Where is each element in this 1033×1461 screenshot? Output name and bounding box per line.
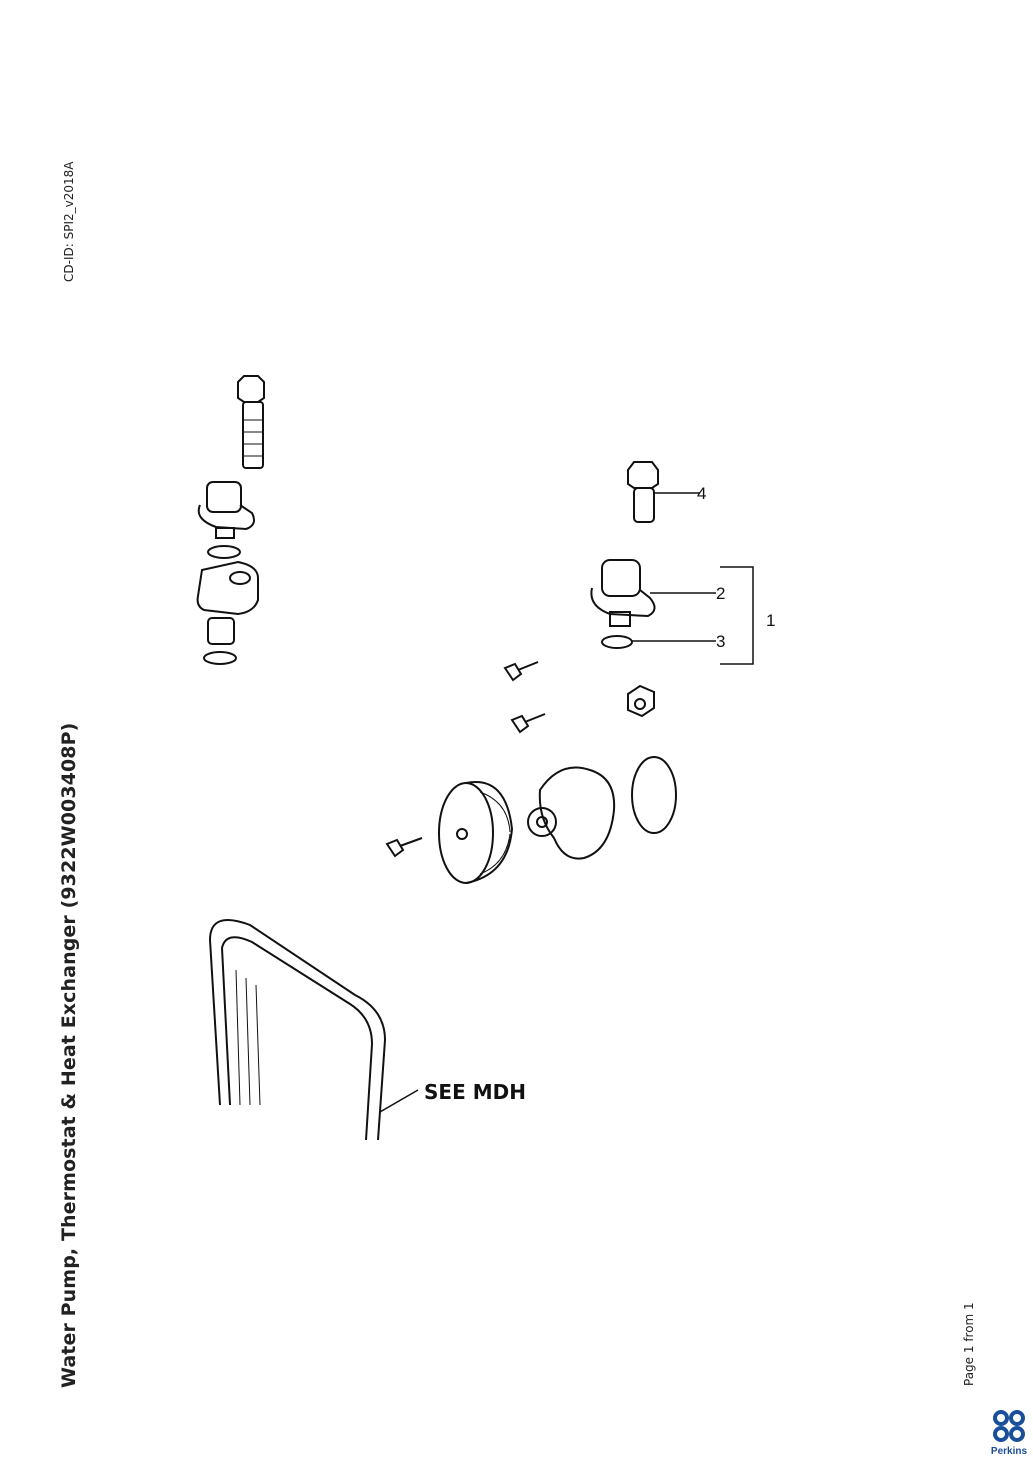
gasket [631, 756, 677, 834]
drive-belt [208, 919, 419, 1141]
brand-name: Perkins [990, 1446, 1028, 1457]
callout-2: 2 [716, 584, 725, 603]
left-thermostat-housing [197, 481, 255, 559]
nut [627, 684, 655, 718]
callout-1: 1 [766, 611, 775, 630]
perkins-logo-icon [993, 1410, 1025, 1442]
perkins-logo: Perkins [988, 1410, 1030, 1457]
see-mdh-note: SEE MDH [424, 1080, 526, 1104]
bracket-1 [720, 566, 754, 665]
bolt-4 [627, 461, 700, 523]
water-pump [527, 766, 616, 860]
small-bolts [385, 661, 546, 858]
thermostat-2 [590, 559, 716, 627]
left-heat-exchanger-body [196, 560, 259, 665]
o-ring-3 [601, 635, 716, 649]
callout-4: 4 [697, 484, 706, 503]
left-bolt [237, 375, 265, 469]
callout-3: 3 [716, 632, 725, 651]
pulley [438, 781, 514, 884]
